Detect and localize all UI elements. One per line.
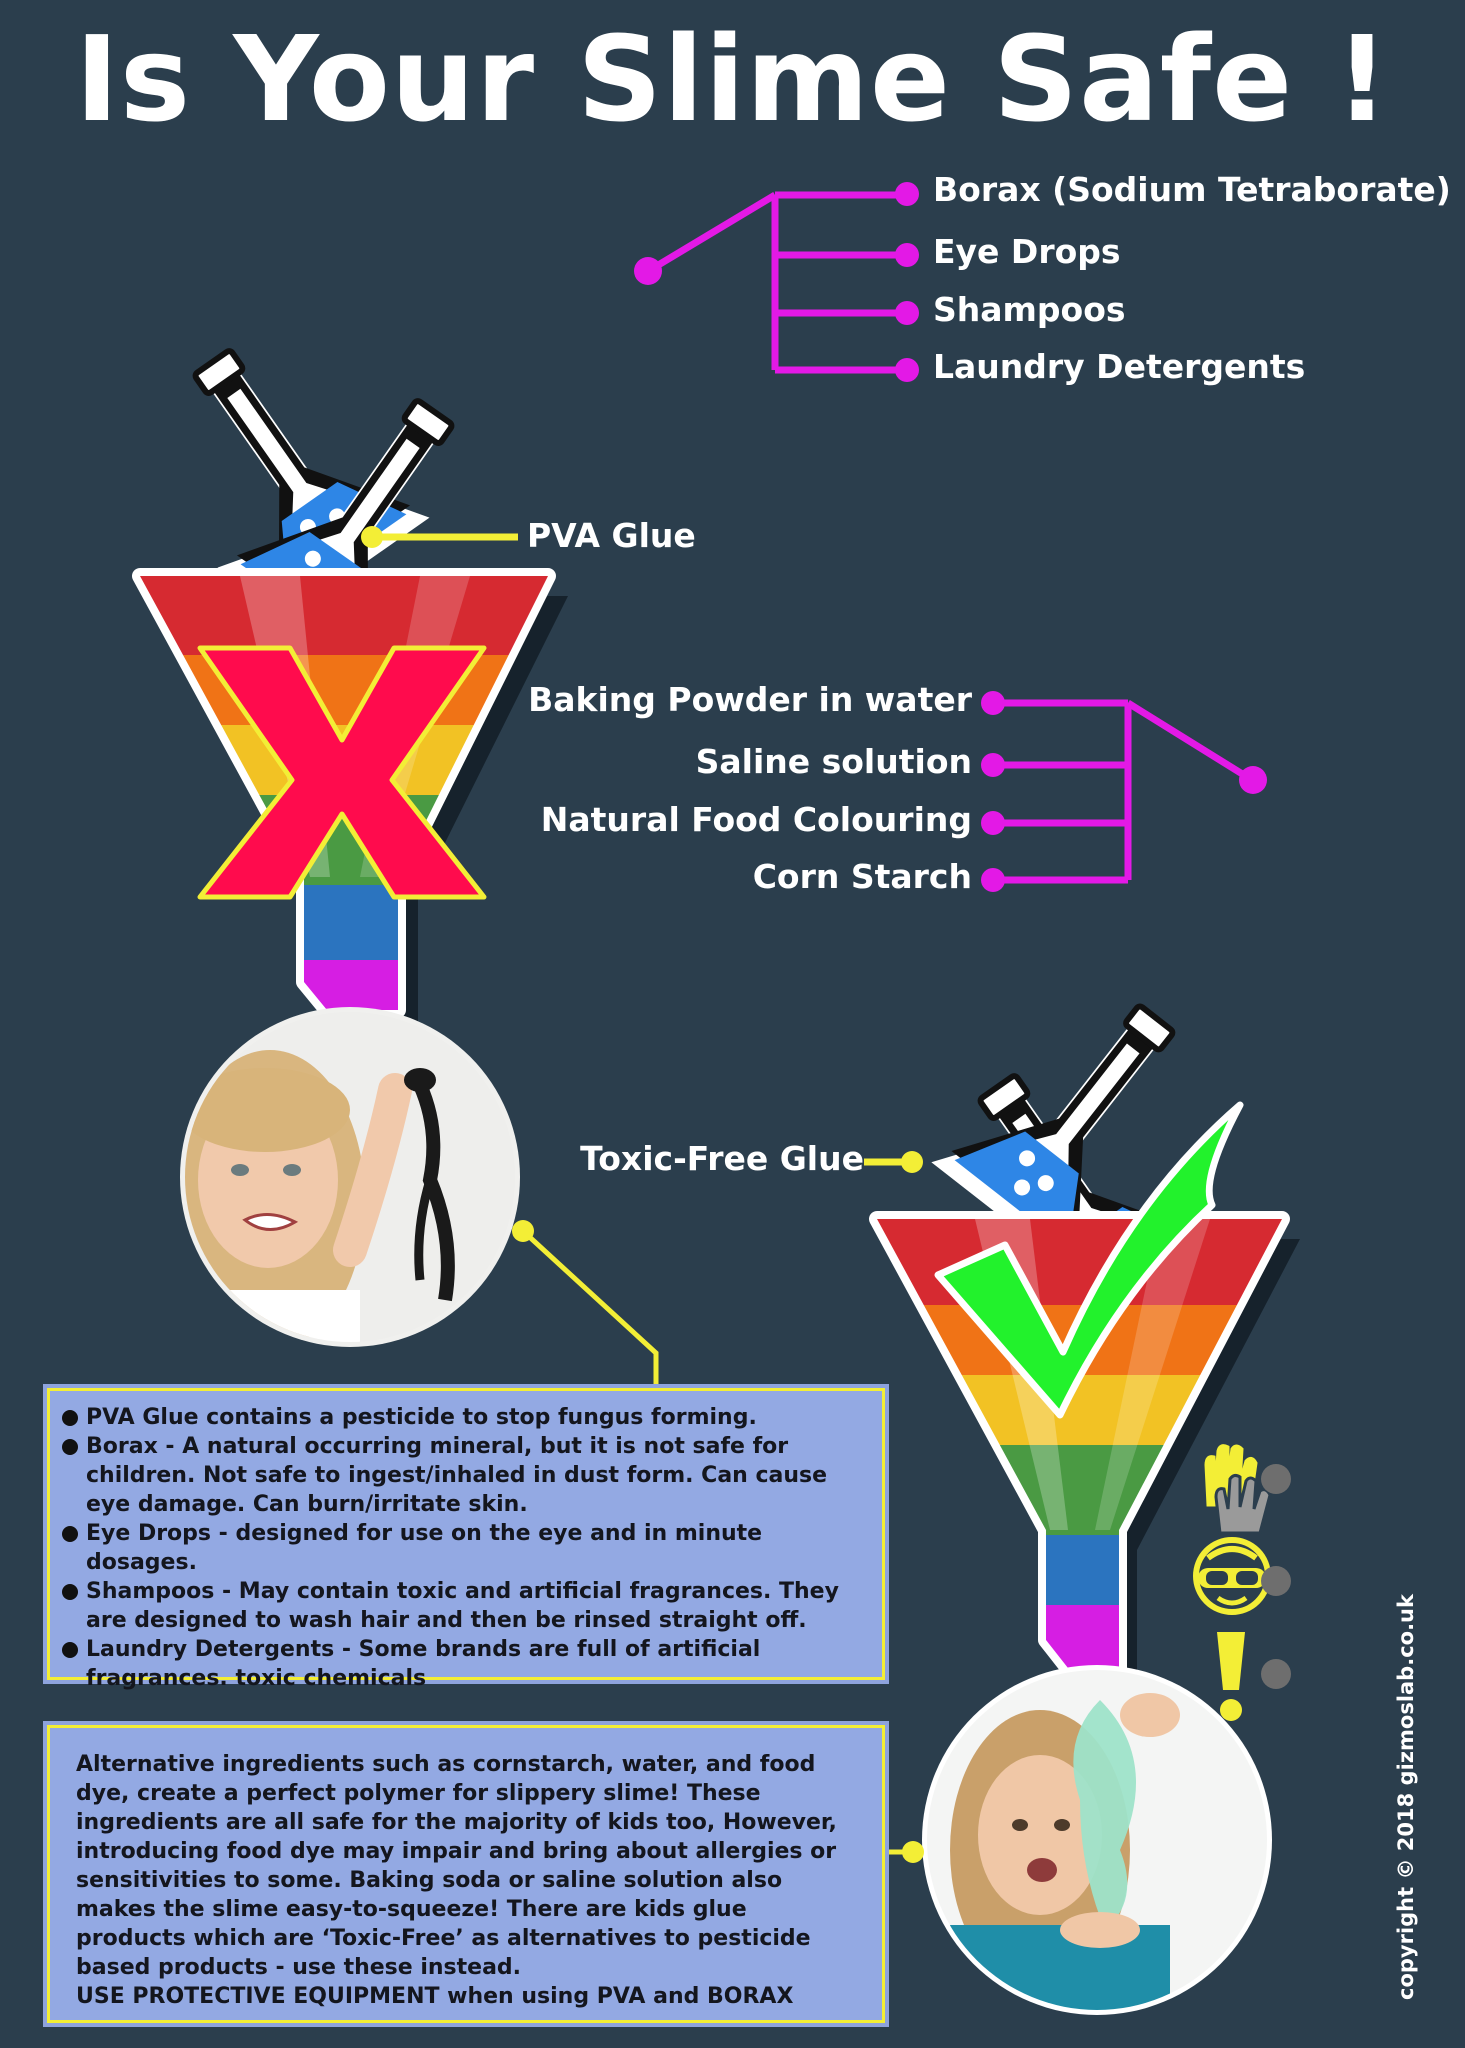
pva-glue-label: PVA Glue xyxy=(527,516,696,555)
copyright-text: copyright © 2018 gizmoslab.co.uk xyxy=(1394,1594,1418,2000)
warning-connector xyxy=(512,1220,659,1385)
unsafe-ingredient-label: Laundry Detergents xyxy=(933,347,1306,386)
protective-equipment-note: USE PROTECTIVE EQUIPMENT when using PVA … xyxy=(76,1984,794,2009)
safe-ingredient-label: Corn Starch xyxy=(752,857,972,896)
gloves-icon xyxy=(1204,1444,1272,1535)
unsafe-connector-dots xyxy=(634,182,919,382)
safety-indicator-dots xyxy=(1261,1464,1291,1689)
list-item: Eye Drops - designed for use on the eye … xyxy=(60,1519,868,1577)
list-item: Shampoos - May contain toxic and artific… xyxy=(60,1577,868,1635)
cross-icon xyxy=(197,645,487,900)
check-icon xyxy=(934,1101,1244,1419)
goggles-icon xyxy=(1193,1537,1271,1615)
warning-info-box: PVA Glue contains a pesticide to stop fu… xyxy=(47,1388,885,1691)
girl-disgusted-photo xyxy=(180,1007,520,1347)
safe-ingredient-label: Natural Food Colouring xyxy=(540,800,972,839)
advice-text: Alternative ingredients such as cornstar… xyxy=(76,1752,837,1980)
toxic-free-glue-connector xyxy=(864,1151,923,1173)
list-item: Borax - A natural occurring mineral, but… xyxy=(60,1432,868,1519)
list-item: Laundry Detergents - Some brands are ful… xyxy=(60,1635,868,1693)
advice-info-box: Alternative ingredients such as cornstar… xyxy=(47,1725,885,2023)
unsafe-ingredient-label: Shampoos xyxy=(933,290,1126,329)
safe-ingredient-label: Baking Powder in water xyxy=(528,680,972,719)
caution-icon xyxy=(1217,1632,1245,1721)
page-title: Is Your Slime Safe ! xyxy=(74,10,1390,148)
toxic-free-glue-label: Toxic-Free Glue xyxy=(580,1139,864,1178)
unsafe-ingredient-label: Borax (Sodium Tetraborate) xyxy=(933,170,1451,209)
unsafe-ingredients-connector xyxy=(648,191,905,374)
list-item: PVA Glue contains a pesticide to stop fu… xyxy=(60,1403,868,1432)
safe-connector-dots xyxy=(981,691,1267,892)
advice-connector xyxy=(885,1841,924,1863)
pva-glue-connector xyxy=(361,526,518,548)
safe-ingredients-connector xyxy=(995,699,1254,884)
girl-happy-photo xyxy=(922,1665,1272,2015)
unsafe-ingredient-label: Eye Drops xyxy=(933,232,1121,271)
warning-list: PVA Glue contains a pesticide to stop fu… xyxy=(60,1403,868,1693)
safe-ingredient-label: Saline solution xyxy=(695,742,972,781)
